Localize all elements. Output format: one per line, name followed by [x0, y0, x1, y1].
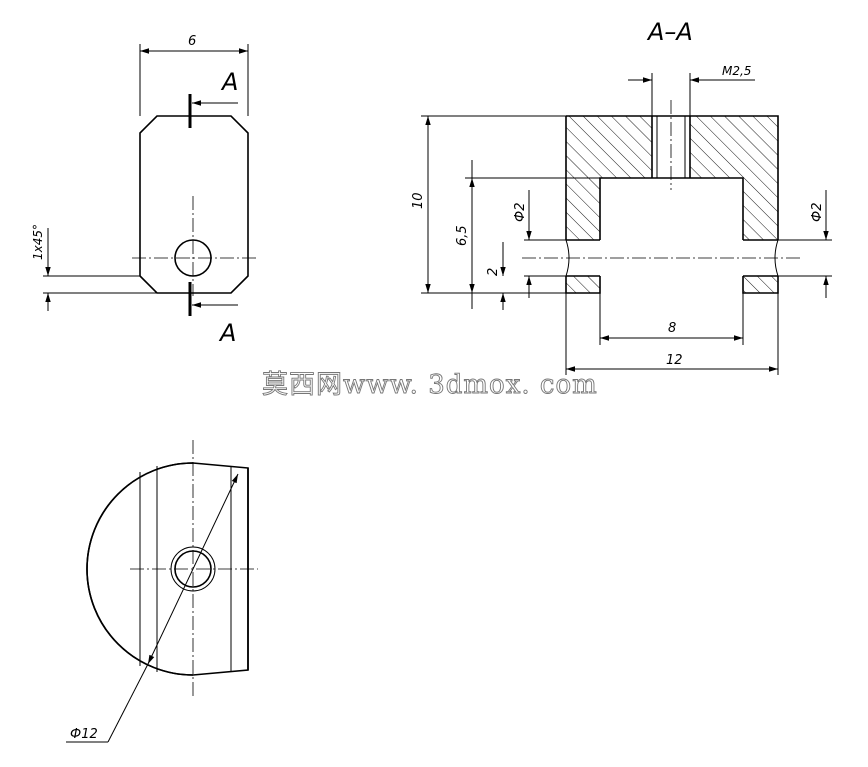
- depth-dimension-text: 6,5: [455, 225, 470, 246]
- hole-right-dimension-text: Ф2: [810, 203, 825, 222]
- diameter-dimension-line: [147, 473, 239, 665]
- front-view-outline: [139, 115, 249, 294]
- diameter-dimension-text: Ф12: [70, 727, 98, 742]
- diameter-leader: [107, 663, 149, 743]
- bottom-view-arc: [86, 462, 194, 676]
- width-dimension-text: 6: [188, 34, 196, 49]
- section-outline: [565, 115, 779, 294]
- chamfer-dimension-text: 1x45°: [31, 224, 45, 260]
- watermark-text: 莫西网www. 3dmox. com: [262, 370, 598, 400]
- section-view: A–A M2,5: [411, 18, 832, 375]
- cut-letter-top: A: [220, 68, 238, 96]
- section-hatching: [566, 116, 778, 293]
- section-title: A–A: [646, 18, 693, 46]
- hole-pos-dimension-text: 2: [486, 268, 501, 276]
- cut-letter-bottom: A: [218, 319, 236, 347]
- bottom-view: Ф12: [66, 440, 258, 743]
- height-dimension-text: 10: [411, 192, 426, 209]
- inner-width-dimension-text: 8: [668, 321, 676, 336]
- front-view: 6 A A 1x45°: [31, 34, 256, 347]
- outer-width-dimension-text: 12: [666, 353, 683, 368]
- thread-dimension-text: M2,5: [722, 64, 751, 78]
- hole-left-dimension-text: Ф2: [513, 203, 528, 222]
